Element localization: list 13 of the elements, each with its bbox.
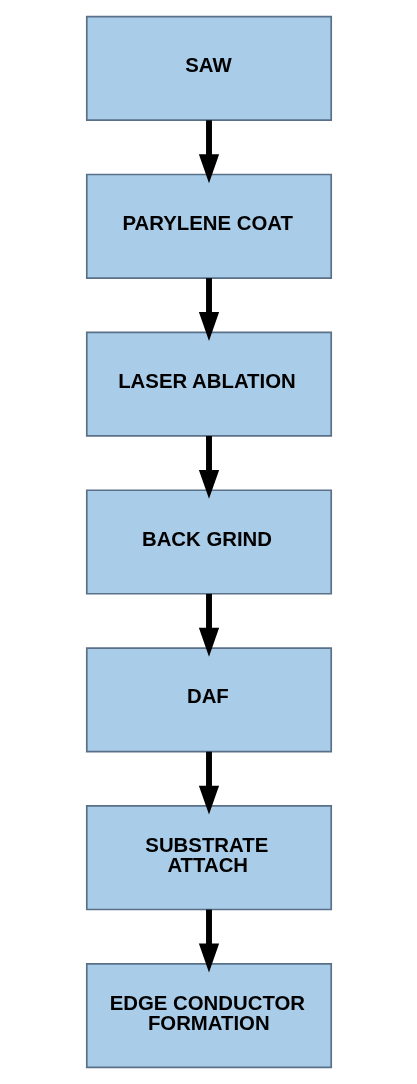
node-box: EDGE CONDUCTOR FORMATION <box>85 962 332 1069</box>
node-box: LASER ABLATION <box>85 331 332 437</box>
node-box: PARYLENE COAT <box>85 173 332 279</box>
arrow <box>198 278 219 341</box>
arrow <box>198 120 219 184</box>
node-box: DAF <box>85 647 332 753</box>
node-box: BACK GRIND <box>85 489 332 595</box>
arrow <box>198 751 219 815</box>
node-box: SAW <box>85 15 332 122</box>
arrow <box>198 909 219 973</box>
node-box: SUBSTRATE ATTACH <box>85 805 332 911</box>
arrow <box>198 593 219 657</box>
arrow <box>198 436 219 499</box>
